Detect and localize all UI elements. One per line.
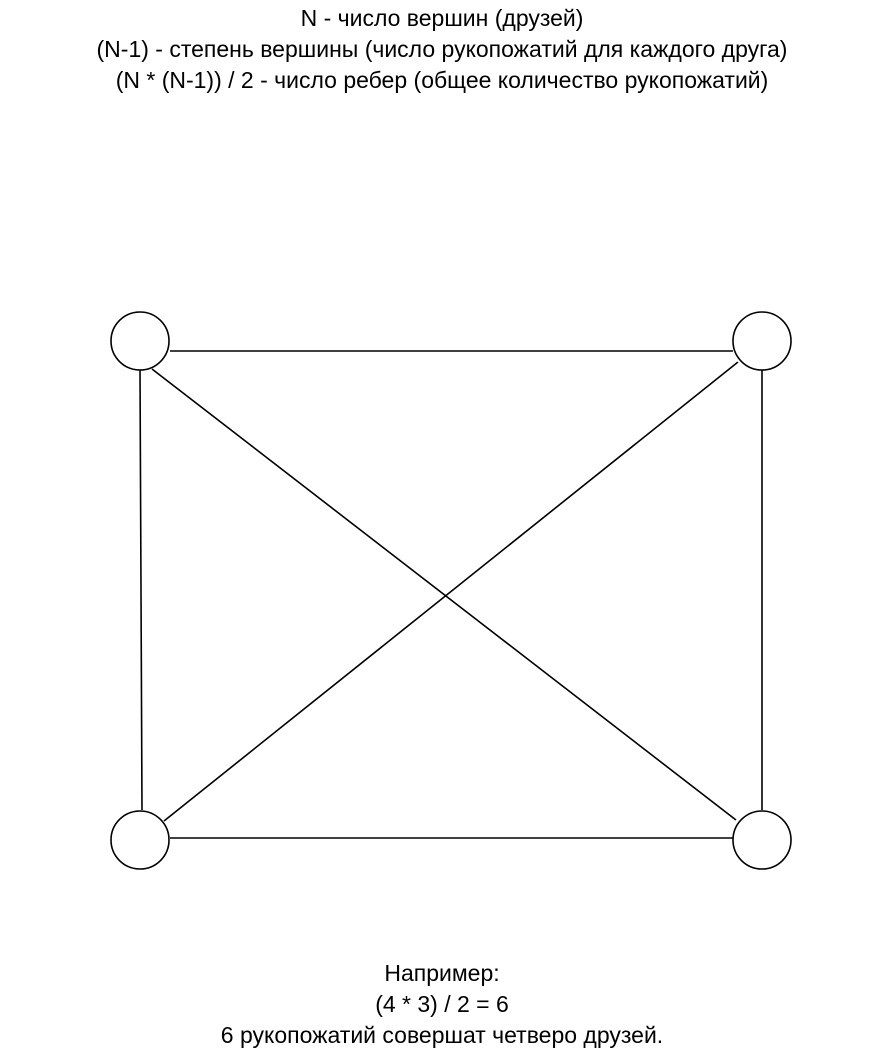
vertex-top-right <box>732 311 792 371</box>
formula-description: N - число вершин (друзей) (N-1) - степен… <box>0 3 884 96</box>
graph-edges <box>139 350 763 839</box>
example-result: 6 рукопожатий совершат четверо друзей. <box>220 1022 664 1048</box>
vertex-bottom-left <box>110 810 170 870</box>
example-calculation: (4 * 3) / 2 = 6 <box>375 991 509 1017</box>
example-label: Например: <box>384 960 500 986</box>
graph-nodes <box>110 311 792 870</box>
example-description: Например: (4 * 3) / 2 = 6 6 рукопожатий … <box>0 958 884 1051</box>
edge-count-text: (N * (N-1)) / 2 - число ребер (общее кол… <box>115 67 769 93</box>
edge-left <box>139 369 143 811</box>
vertex-top-left <box>110 311 170 371</box>
vertex-count-text: N - число вершин (друзей) <box>300 5 584 31</box>
vertex-degree-text: (N-1) - степень вершины (число рукопожат… <box>96 36 788 62</box>
edge-diagonal-tl-br <box>151 368 737 821</box>
vertex-bottom-right <box>732 810 792 870</box>
edge-diagonal-tr-bl <box>163 361 739 822</box>
